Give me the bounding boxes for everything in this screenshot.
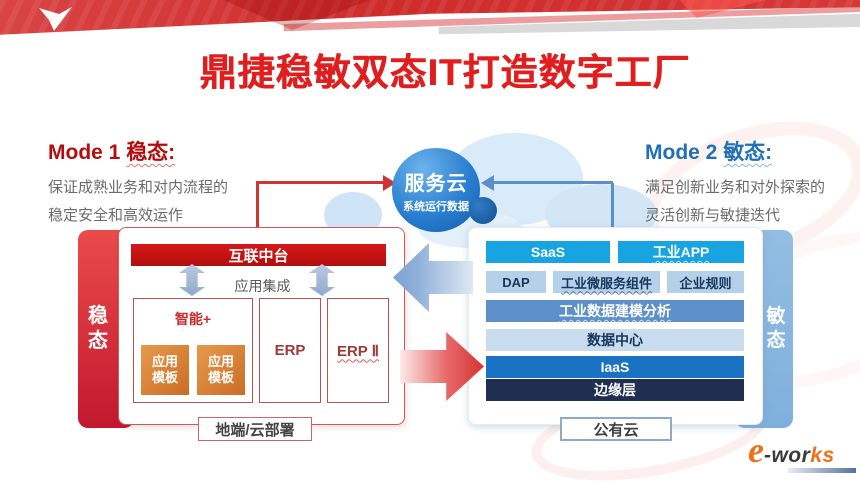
mode1-heading: Mode 1 稳态: <box>48 136 318 166</box>
mode2-heading: Mode 2 敏态: <box>645 136 860 166</box>
eworks-underline <box>788 468 856 473</box>
stable-panel: 互联中台 应用集成 智能+ 应用模板 应用模板 ERP ERP Ⅱ <box>118 227 405 425</box>
smart-box: 智能+ 应用模板 应用模板 <box>133 298 253 403</box>
app-template-box: 应用模板 <box>197 345 245 395</box>
service-cloud: 服务云 系统运行数据 <box>392 148 480 232</box>
mode1-block: Mode 1 稳态: 保证成熟业务和对内流程的 稳定安全和高效运作 <box>48 136 318 230</box>
blue-connector-vertical <box>611 183 614 228</box>
arrow-left-icon <box>481 175 494 191</box>
app-template-label: 应用模板 <box>151 353 178 385</box>
data-modeling-label: 工业数据建模分析 <box>559 303 671 319</box>
erp2-label: ERP Ⅱ <box>336 342 380 360</box>
red-connector-horizontal <box>256 181 385 184</box>
industrial-app-chip: 工业APP <box>618 241 744 263</box>
mode2-description: 满足创新业务和对外探索的 灵活创新与敏捷迭代 <box>645 174 860 230</box>
public-cloud-label: 公有云 <box>560 417 672 441</box>
app-template-label: 应用模板 <box>207 353 234 385</box>
mode2-state: 敏态: <box>723 141 773 164</box>
edge-layer-chip: 边缘层 <box>486 379 744 401</box>
stable-sidebar-label: 稳态 <box>88 305 108 352</box>
enterprise-rules-chip: 企业规则 <box>667 271 744 293</box>
mode1-line2: 稳定安全和高效运作 <box>48 207 184 224</box>
mode1-state: 稳态: <box>126 141 176 164</box>
saas-chip: SaaS <box>486 241 610 263</box>
industrial-app-label: 工业APP <box>652 244 710 260</box>
dap-chip: DAP <box>486 271 546 293</box>
deployment-label: 地端/云部署 <box>198 417 312 441</box>
page-title: 鼎捷稳敏双态IT打造数字工厂 <box>199 52 691 93</box>
data-modeling-chip: 工业数据建模分析 <box>486 300 744 322</box>
cloud-small-ball <box>469 197 497 224</box>
digiwin-logo-icon <box>39 7 72 31</box>
mode1-description: 保证成熟业务和对内流程的 稳定安全和高效运作 <box>48 174 318 230</box>
erp2-box: ERP Ⅱ <box>327 298 389 403</box>
mode2-block: Mode 2 敏态: 满足创新业务和对外探索的 灵活创新与敏捷迭代 <box>645 136 860 230</box>
microservice-chip: 工业微服务组件 <box>553 271 660 293</box>
mode2-line2: 灵活创新与敏捷迭代 <box>645 207 781 224</box>
top-banner <box>0 0 860 60</box>
mode1-line1: 保证成熟业务和对内流程的 <box>48 179 229 196</box>
cloud-title: 服务云 <box>404 172 468 195</box>
integration-label: 应用集成 <box>234 278 291 294</box>
block-arrow-left-icon <box>393 243 473 312</box>
iaas-chip: IaaS <box>486 356 744 378</box>
blue-connector-horizontal <box>494 181 613 184</box>
agile-sidebar-label-wrap: 敏态 <box>760 230 792 428</box>
cloud-subtitle: 系统运行数据 <box>403 200 469 213</box>
mode2-line1: 满足创新业务和对外探索的 <box>645 179 826 196</box>
hub-bar: 互联中台 <box>131 244 386 266</box>
mode1-label: Mode 1 <box>48 141 127 164</box>
microservice-label: 工业微服务组件 <box>560 275 652 291</box>
red-connector-vertical <box>256 183 259 229</box>
erp-box: ERP <box>259 298 321 403</box>
agile-sidebar-label: 敏态 <box>766 306 786 351</box>
data-center-chip: 数据中心 <box>486 329 744 351</box>
mode2-label: Mode 2 <box>645 141 724 164</box>
eworks-wor: -wor <box>763 444 811 467</box>
eworks-ks: ks <box>810 444 835 467</box>
eworks-e: e <box>748 430 764 470</box>
stable-sidebar-label-wrap: 稳态 <box>78 230 118 428</box>
agile-panel: SaaS 工业APP DAP 工业微服务组件 企业规则 工业数据建模分析 数据中… <box>468 227 763 425</box>
app-template-box: 应用模板 <box>141 345 189 395</box>
smart-box-title: 智能+ <box>174 311 212 327</box>
